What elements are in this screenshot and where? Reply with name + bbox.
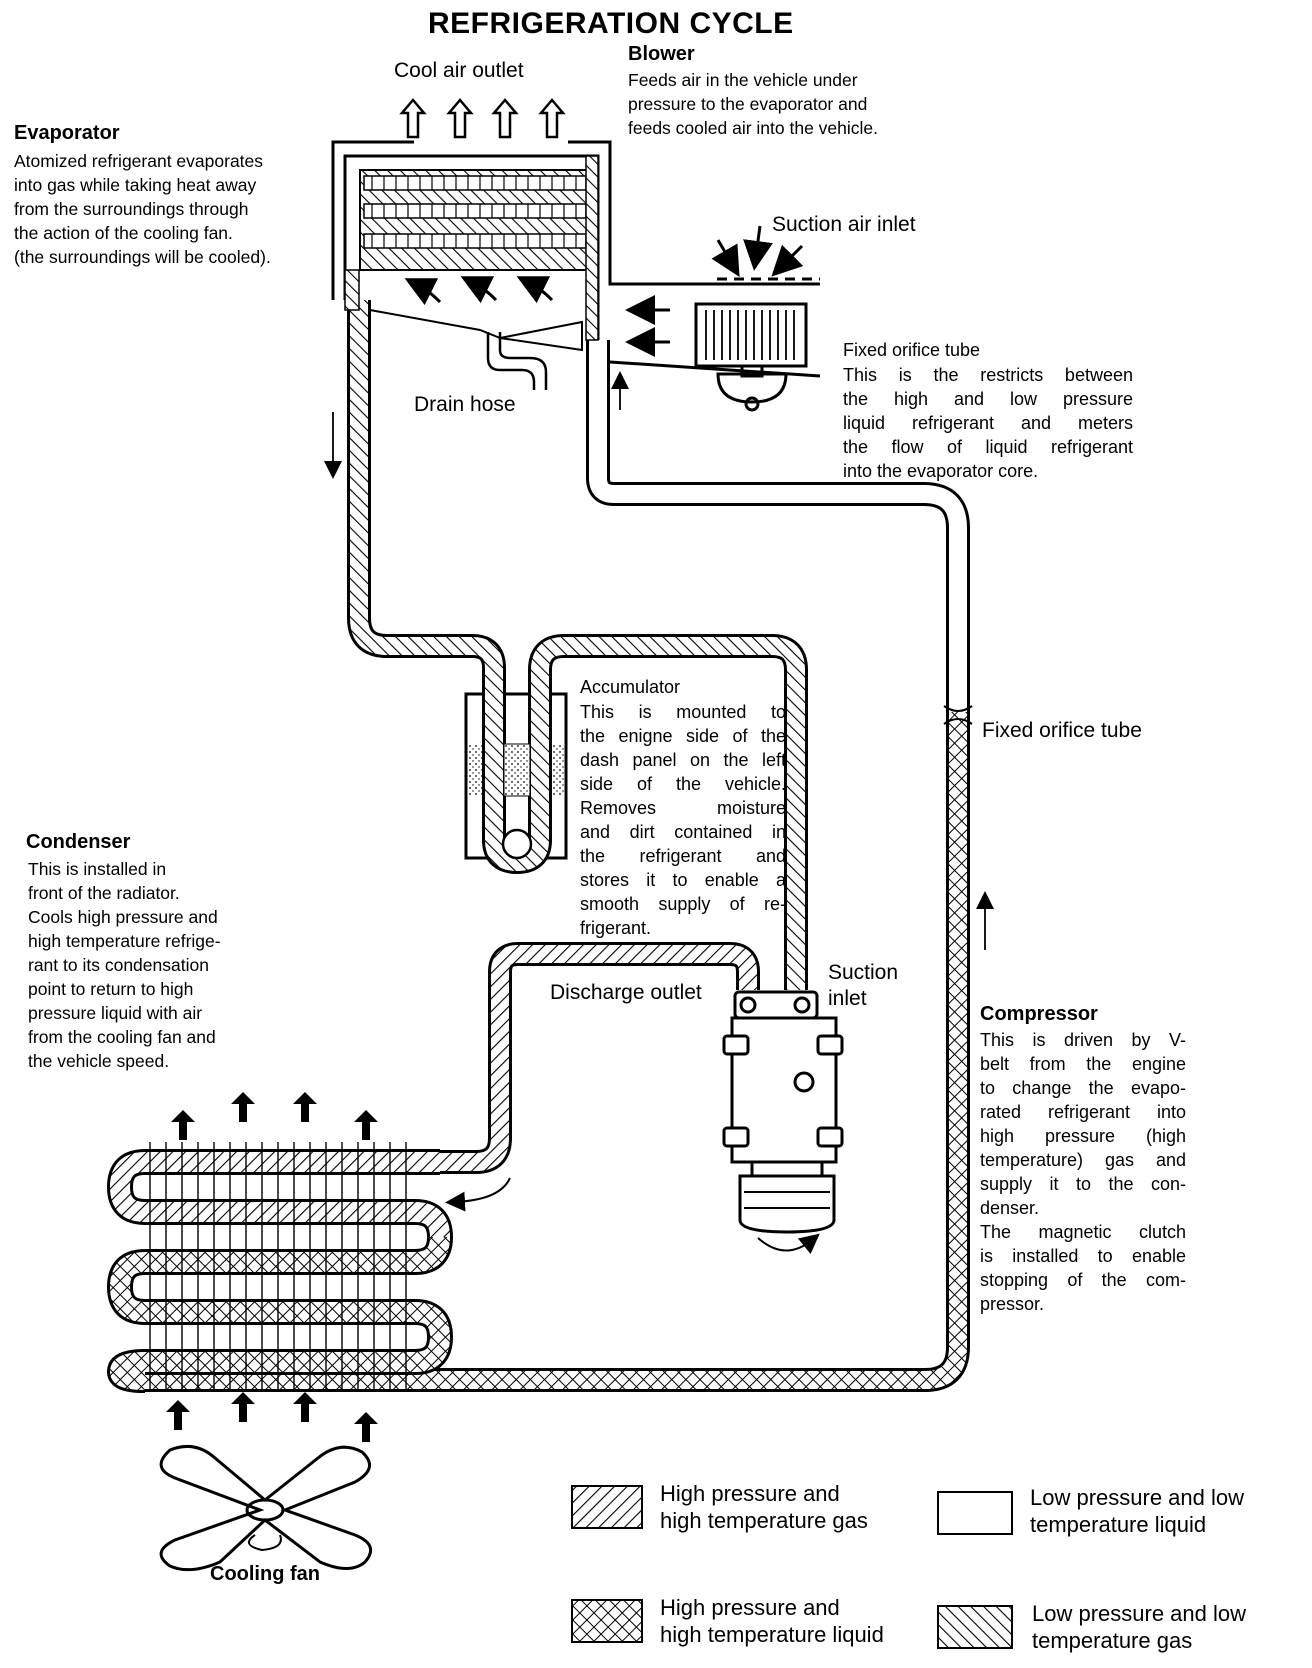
compressor-heading: Compressor [980,1003,1098,1025]
legend-swatch-high-liquid [571,1599,643,1643]
fixed-orifice-heading: Fixed orifice tube [843,340,981,360]
legend-label-low-liquid: Low pressure and low temperature liquid [1030,1485,1245,1537]
evaporator-core [359,169,591,271]
legend-swatches [571,1485,1013,1649]
drain-hose-label: Drain hose [414,393,516,416]
condenser-heading: Condenser [26,831,131,853]
airflow-arrows [166,1092,378,1442]
legend-swatch-low-liquid [937,1491,1013,1535]
legend-label-high-gas: High pressure and high temperature gas [660,1481,868,1533]
cooling-fan [159,1444,373,1572]
blower-description: Feeds air in the vehicle under pressure … [628,70,879,138]
diagram-title: REFRIGERATION CYCLE [428,7,794,40]
condenser-coil [107,1142,453,1393]
legend-swatch-high-gas [571,1485,643,1529]
evaporator-heading: Evaporator [14,122,120,144]
accumulator-body [464,690,568,875]
fixed-orifice-side-label: Fixed orifice tube [982,719,1142,742]
orifice-restriction [943,705,973,725]
blower-unit [694,302,808,412]
fixed-orifice-description: This is the restricts between the high a… [843,365,1133,481]
cooling-fan-label: Cooling fan [210,1563,320,1585]
cool-air-outlet-label: Cool air outlet [394,59,524,82]
drain-hose-pipe [486,332,548,390]
suction-air-inlet-label: Suction air inlet [772,213,916,236]
discharge-outlet-label: Discharge outlet [550,981,702,1004]
evaporator-description: Atomized refrigerant evaporates into gas… [14,151,271,267]
legend-swatch-low-gas [937,1605,1013,1649]
blower-heading: Blower [628,43,695,65]
cool-air-arrows [399,98,566,139]
suction-inlet-label: Suction inlet [828,961,899,1010]
condenser-description: This is installed in front of the radiat… [28,859,221,1071]
compressor-body [722,990,844,1255]
legend-label-high-liquid: High pressure and high temperature liqui… [660,1595,884,1647]
compressor-description: This is driven by V- belt from the engin… [980,1030,1186,1314]
accumulator-heading: Accumulator [580,677,681,697]
accumulator-description: This is mounted to the enigne side of th… [580,702,786,938]
legend-label-low-gas: Low pressure and low temperature gas [1032,1601,1247,1653]
